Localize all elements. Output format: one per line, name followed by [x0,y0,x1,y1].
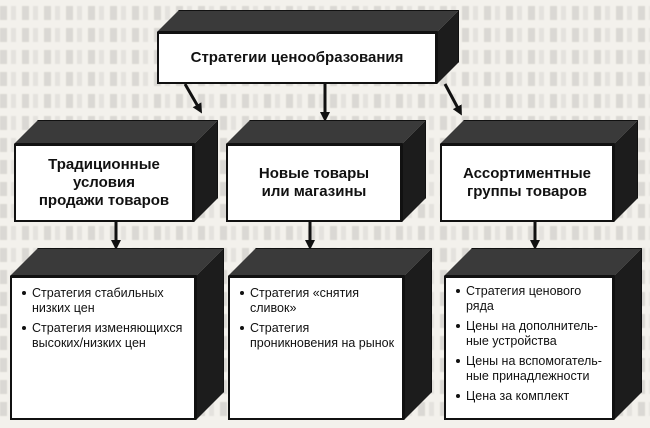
strategy-list-assortment: Стратегия ценового ряда Цены на дополнит… [446,278,612,404]
list-item: Стратегия проникновения на рынок [240,321,396,350]
arrow-root-to-assortment [443,83,462,116]
arrow-root-to-traditional [183,83,202,114]
root-box: Стратегии ценообразования [157,10,459,84]
list-item: Стратегия ценового ряда [456,284,606,313]
detail-box-traditional: Стратегия стабильных низких цен Стратеги… [10,248,224,420]
list-item: Цены на дополнитель-ные устройства [456,319,606,348]
strategy-list-traditional: Стратегия стабильных низких цен Стратеги… [12,278,194,350]
detail-box-assortment: Стратегия ценового ряда Цены на дополнит… [444,248,642,420]
list-item: Цены на вспомогатель-ные принадлежности [456,354,606,383]
category-box-traditional: Традиционные условия продажи товаров [14,120,218,222]
strategy-list-new-goods: Стратегия «снятия сливок» Стратегия прон… [230,278,402,350]
root-title: Стратегии ценообразования [190,49,404,66]
category-title-assortment: Ассортиментные группы товаров [462,165,592,200]
list-item: Стратегия изменяющихся высоких/низких це… [22,321,188,350]
list-item: Стратегия стабильных низких цен [22,286,188,315]
category-box-new-goods: Новые товары или магазины [226,120,426,222]
list-item: Стратегия «снятия сливок» [240,286,396,315]
category-title-new-goods: Новые товары или магазины [258,165,370,200]
category-box-assortment: Ассортиментные группы товаров [440,120,638,222]
list-item: Цена за комплект [456,389,606,404]
category-title-traditional: Традиционные условия продажи товаров [38,156,170,209]
detail-box-new-goods: Стратегия «снятия сливок» Стратегия прон… [228,248,432,420]
